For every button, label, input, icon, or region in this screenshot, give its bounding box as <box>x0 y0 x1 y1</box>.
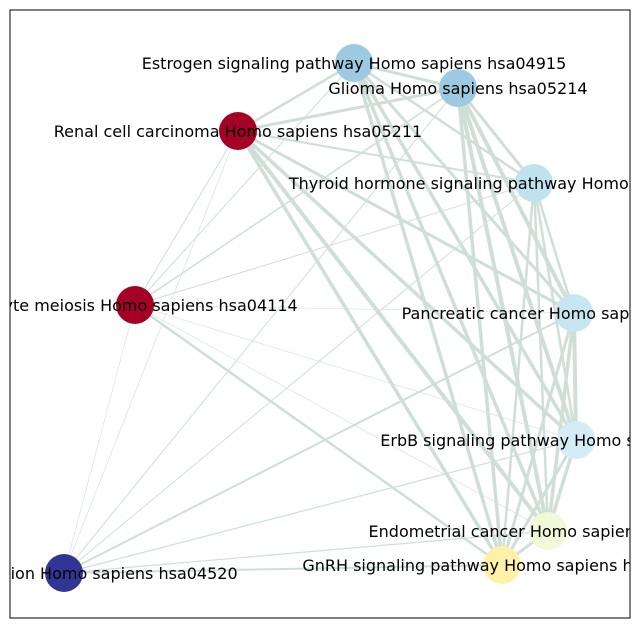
edge-renal-thyroid <box>237 130 535 184</box>
edge-estrogen-erbb <box>352 61 578 442</box>
edge-estrogen-endometrial <box>352 61 550 533</box>
node-label-gnrh: GnRH signaling pathway Homo sapiens hsa0… <box>302 556 640 575</box>
edge-thyroid-endometrial <box>532 181 550 533</box>
edge-glioma-erbb <box>456 86 578 442</box>
edge-glioma-gnrh <box>456 86 504 567</box>
edge-thyroid-oocyte <box>134 182 535 306</box>
node-label-renal: Renal cell carcinoma Homo sapiens hsa052… <box>54 122 422 141</box>
edge-renal-erbb <box>236 129 578 442</box>
edge-pancreatic-gnrh <box>500 311 576 567</box>
edge-renal-endometrial <box>236 129 550 533</box>
node-endometrial <box>529 512 567 550</box>
edge-estrogen-renal <box>236 61 356 133</box>
node-gnrh <box>483 546 521 584</box>
node-label-endometrial: Endometrial cancer Homo sapiens hsa05213 <box>369 522 640 541</box>
plot-area: Estrogen signaling pathway Homo sapiens … <box>0 44 640 592</box>
edge-erbb-adherens <box>63 439 577 574</box>
edge-glioma-adherens <box>63 87 459 574</box>
edge-thyroid-adherens <box>63 182 535 574</box>
edge-pancreatic-endometrial <box>546 311 576 533</box>
node-pancreatic <box>555 294 593 332</box>
edge-estrogen-oocyte <box>134 62 355 306</box>
node-erbb <box>557 421 595 459</box>
edge-pancreatic-erbb <box>572 311 578 442</box>
edge-glioma-oocyte <box>134 87 459 306</box>
edge-renal-adherens <box>63 130 239 574</box>
edge-estrogen-gnrh <box>352 61 504 567</box>
edge-thyroid-gnrh <box>500 181 536 567</box>
node-estrogen <box>335 44 373 82</box>
node-label-glioma: Glioma Homo sapiens hsa05214 <box>328 79 587 98</box>
edge-erbb-oocyte <box>134 304 577 441</box>
node-label-pancreatic: Pancreatic cancer Homo sapiens hsa05212 <box>402 304 640 323</box>
edge-renal-oocyte <box>134 130 239 306</box>
edge-thyroid-pancreatic <box>532 181 576 315</box>
node-label-erbb: ErbB signaling pathway Homo sapiens hsa0… <box>380 431 640 450</box>
edge-erbb-gnrh <box>500 438 578 567</box>
edge-estrogen-thyroid <box>352 61 536 185</box>
edge-endometrial-oocyte <box>134 304 549 532</box>
edge-renal-gnrh <box>236 129 504 567</box>
edge-oocyte-adherens <box>63 304 136 574</box>
labels-layer: Estrogen signaling pathway Homo sapiens … <box>0 54 640 583</box>
edge-pancreatic-oocyte <box>134 304 575 314</box>
node-glioma <box>439 69 477 107</box>
edge-gnrh-oocyte <box>133 303 504 567</box>
node-oocyte <box>116 286 154 324</box>
node-adherens <box>45 554 83 592</box>
edge-endometrial-adherens <box>63 530 549 574</box>
edge-glioma-renal <box>236 86 460 133</box>
edge-glioma-thyroid <box>456 86 536 185</box>
node-label-oocyte: Oocyte meiosis Homo sapiens hsa04114 <box>0 296 298 315</box>
edge-thyroid-erbb <box>532 181 578 442</box>
node-renal <box>219 112 257 150</box>
node-label-estrogen: Estrogen signaling pathway Homo sapiens … <box>142 54 567 73</box>
plot-frame <box>9 9 631 619</box>
edge-pancreatic-adherens <box>63 312 575 574</box>
nodes-layer <box>45 44 595 592</box>
node-label-adherens: Adherens junction Homo sapiens hsa04520 <box>0 564 238 583</box>
edge-gnrh-adherens <box>63 564 503 574</box>
node-thyroid <box>515 164 553 202</box>
edges-layer <box>63 61 578 574</box>
node-label-thyroid: Thyroid hormone signaling pathway Homo s… <box>288 174 640 193</box>
edge-glioma-pancreatic <box>456 86 576 315</box>
